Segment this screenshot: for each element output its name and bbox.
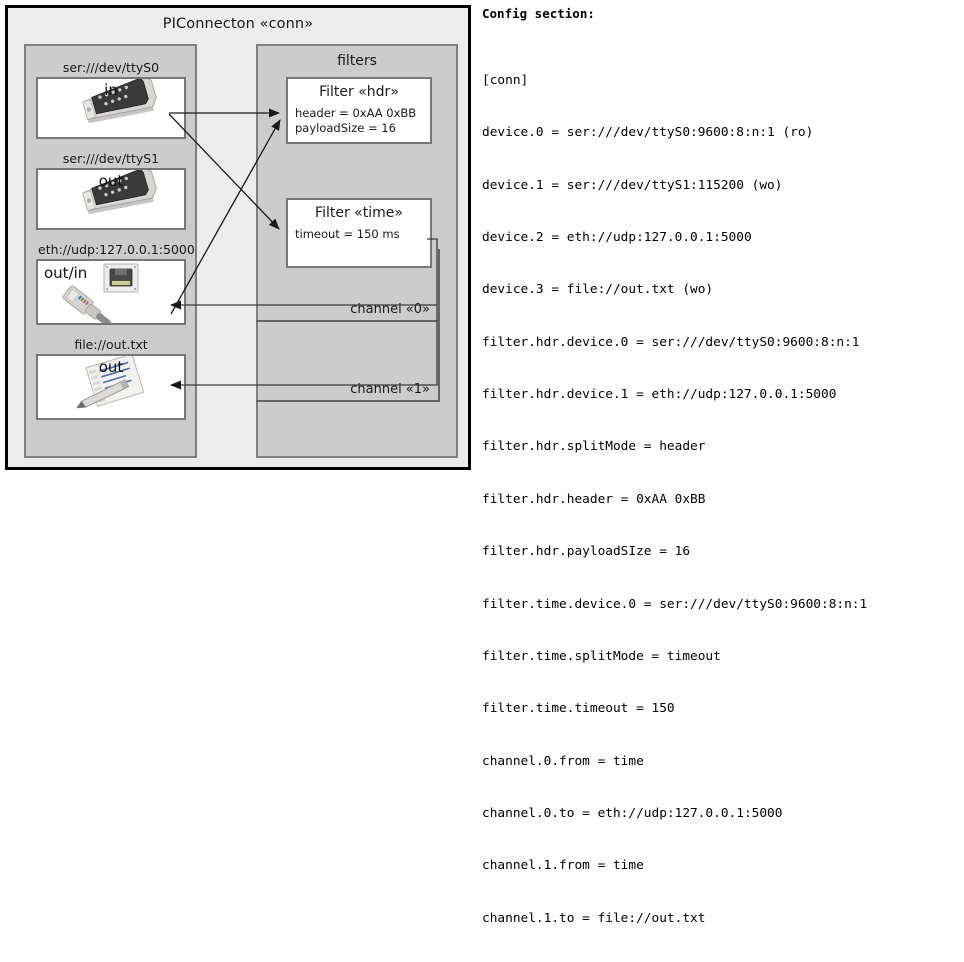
ethernet-jack-icon bbox=[38, 261, 184, 323]
serial-port-icon bbox=[38, 79, 184, 137]
filters-panel-title: filters bbox=[337, 53, 377, 69]
devices-panel: ser:///dev/ttyS0 in bbox=[24, 44, 197, 458]
config-line: filter.hdr.header = 0xAA 0xBB bbox=[482, 491, 706, 507]
config-line: channel.0.from = time bbox=[482, 753, 644, 769]
config-section: Config section: [conn] device.0 = ser://… bbox=[482, 6, 960, 962]
config-line: filter.hdr.device.1 = eth://udp:127.0.0.… bbox=[482, 387, 837, 403]
config-line: channel.1.to = file://out.txt bbox=[482, 910, 706, 926]
config-line: filter.hdr.splitMode = header bbox=[482, 439, 706, 455]
device-item-file[interactable]: file://out.txt out bbox=[36, 337, 186, 420]
config-line: device.3 = file://out.txt (wo) bbox=[482, 282, 714, 298]
config-line: channel.1.from = time bbox=[482, 858, 644, 874]
config-line: device.0 = ser:///dev/ttyS0:9600:8:n:1 (… bbox=[482, 125, 814, 141]
device-direction-ttyS0: in bbox=[104, 81, 118, 99]
filter-attr: timeout = 150 ms bbox=[295, 227, 400, 241]
screenshot-root: PIConnecton «conn» ser:///dev/ttyS0 in bbox=[5, 5, 867, 926]
device-box-file[interactable]: out bbox=[36, 354, 186, 420]
config-line: device.1 = ser:///dev/ttyS1:115200 (wo) bbox=[482, 177, 783, 193]
device-label-file: file://out.txt bbox=[74, 337, 148, 352]
channel-label-1: channel «1» bbox=[350, 382, 430, 397]
filters-panel: filters Filter «hdr» header = 0xAA 0xBB … bbox=[256, 44, 458, 458]
device-direction-ttyS1: out bbox=[98, 172, 124, 190]
filter-attr: payloadSize = 16 bbox=[295, 121, 396, 135]
filter-attrs-hdr: header = 0xAA 0xBB payloadSize = 16 bbox=[288, 104, 430, 142]
filter-box-hdr[interactable]: Filter «hdr» header = 0xAA 0xBB payloadS… bbox=[286, 77, 432, 144]
diagram-title: PIConnecton «conn» bbox=[162, 16, 314, 32]
config-line: channel.0.to = eth://udp:127.0.0.1:5000 bbox=[482, 805, 783, 821]
channel-box-0[interactable]: channel «0» bbox=[256, 249, 440, 322]
device-item-eth[interactable]: eth://udp:127.0.0.1:5000 out/in bbox=[36, 242, 195, 325]
config-line: [conn] bbox=[482, 72, 529, 88]
diagram-container: PIConnecton «conn» ser:///dev/ttyS0 in bbox=[5, 5, 471, 470]
channel-label-0: channel «0» bbox=[350, 302, 430, 317]
device-label-ttyS0: ser:///dev/ttyS0 bbox=[62, 60, 160, 75]
serial-port-icon bbox=[38, 170, 184, 228]
filter-title-hdr: Filter «hdr» bbox=[319, 84, 399, 100]
config-line: filter.time.splitMode = timeout bbox=[482, 648, 721, 664]
device-direction-eth: out/in bbox=[44, 264, 88, 282]
device-box-eth[interactable]: out/in bbox=[36, 259, 186, 325]
config-line: device.2 = eth://udp:127.0.0.1:5000 bbox=[482, 229, 752, 245]
text-file-icon bbox=[38, 356, 184, 418]
device-box-ttyS1[interactable]: out bbox=[36, 168, 186, 230]
filter-title-time: Filter «time» bbox=[315, 205, 403, 221]
config-line: filter.time.timeout = 150 bbox=[482, 701, 675, 717]
config-line: filter.time.device.0 = ser:///dev/ttyS0:… bbox=[482, 596, 868, 612]
device-box-ttyS0[interactable]: in bbox=[36, 77, 186, 139]
device-item-ttyS0[interactable]: ser:///dev/ttyS0 in bbox=[36, 60, 186, 139]
device-label-eth: eth://udp:127.0.0.1:5000 bbox=[38, 242, 195, 257]
device-direction-file: out bbox=[98, 358, 124, 376]
config-line: filter.hdr.payloadSIze = 16 bbox=[482, 544, 691, 560]
channel-box-1[interactable]: channel «1» bbox=[256, 322, 440, 402]
config-body: [conn] device.0 = ser:///dev/ttyS0:9600:… bbox=[482, 37, 960, 962]
filter-attrs-time: timeout = 150 ms bbox=[288, 225, 430, 266]
config-line: filter.hdr.device.0 = ser:///dev/ttyS0:9… bbox=[482, 334, 860, 350]
filter-attr: header = 0xAA 0xBB bbox=[295, 106, 417, 120]
device-label-ttyS1: ser:///dev/ttyS1 bbox=[62, 151, 160, 166]
device-item-ttyS1[interactable]: ser:///dev/ttyS1 out bbox=[36, 151, 186, 230]
config-heading: Config section: bbox=[482, 6, 595, 21]
